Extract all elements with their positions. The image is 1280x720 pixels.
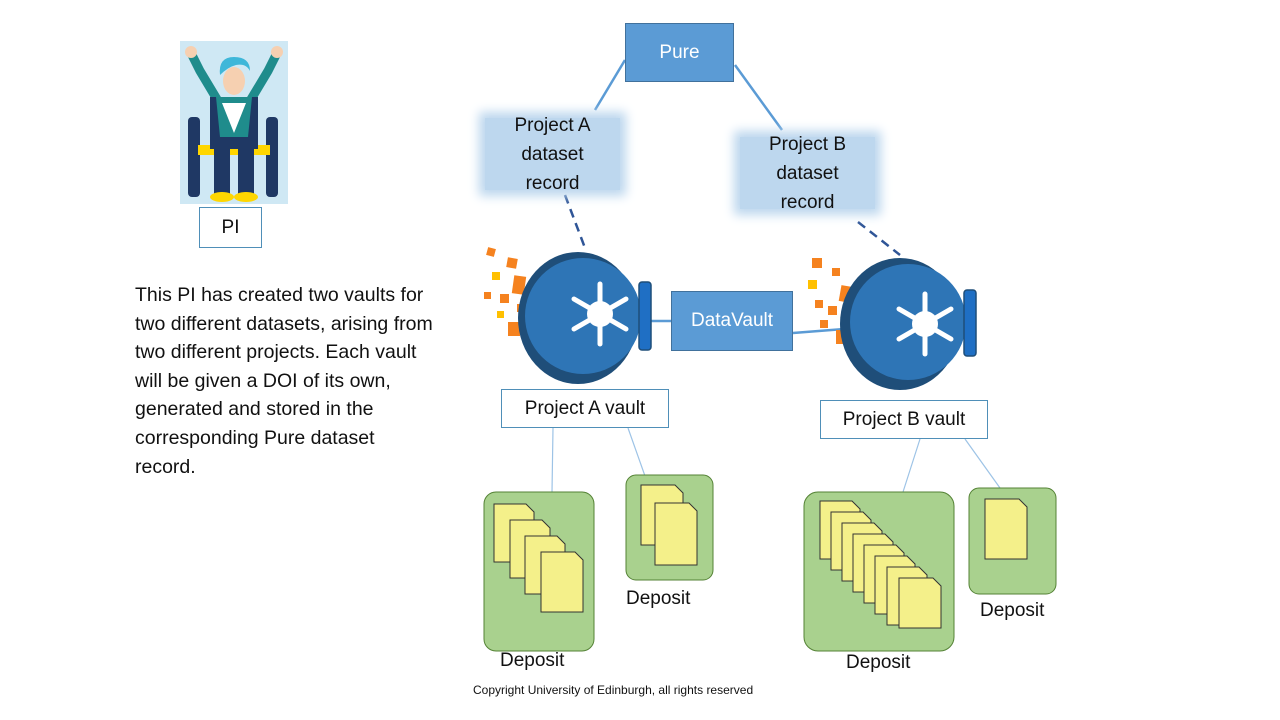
deposit-b2-label: Deposit <box>980 600 1045 621</box>
pure-box: Pure <box>625 23 734 82</box>
connector-vault-a-deposit-2 <box>627 427 646 477</box>
connector-record-a-vault-a <box>563 194 587 249</box>
pi-label: PI <box>199 207 262 248</box>
deposit-b1 <box>803 491 955 652</box>
connector-vault-b-deposit-1 <box>902 438 921 493</box>
connector-pure-record-a <box>593 59 627 111</box>
vault-b-icon <box>808 258 977 390</box>
project-a-dataset-record: Project A dataset record <box>485 115 620 194</box>
deposit-b2 <box>968 487 1057 595</box>
connector-pure-record-b <box>733 64 784 131</box>
project-b-vault-label: Project B vault <box>820 400 988 439</box>
deposit-a1 <box>483 491 595 652</box>
deposit-b2-files <box>984 498 1028 560</box>
deposit-b1-label: Deposit <box>846 652 911 673</box>
project-a-vault-label: Project A vault <box>501 389 669 428</box>
pi-person-icon <box>180 41 288 204</box>
description-text: This PI has created two vaults for two d… <box>135 284 433 478</box>
copyright-notice: Copyright University of Edinburgh, all r… <box>473 683 754 697</box>
connector-record-b-vault-b <box>857 221 901 256</box>
connector-vault-b-deposit-2 <box>964 438 1001 489</box>
deposit-b1-files <box>819 500 942 629</box>
deposit-a1-files <box>493 503 584 613</box>
vault-a-icon <box>484 247 652 384</box>
deposit-a2 <box>625 474 714 581</box>
deposit-a2-files <box>640 484 698 566</box>
deposit-a2-label: Deposit <box>626 588 691 609</box>
project-b-dataset-record: Project B dataset record <box>740 134 875 213</box>
deposit-a1-label: Deposit <box>500 650 565 671</box>
datavault-box: DataVault <box>671 291 793 351</box>
connector-vault-a-deposit-1 <box>551 427 554 493</box>
confetti-a <box>484 247 527 336</box>
